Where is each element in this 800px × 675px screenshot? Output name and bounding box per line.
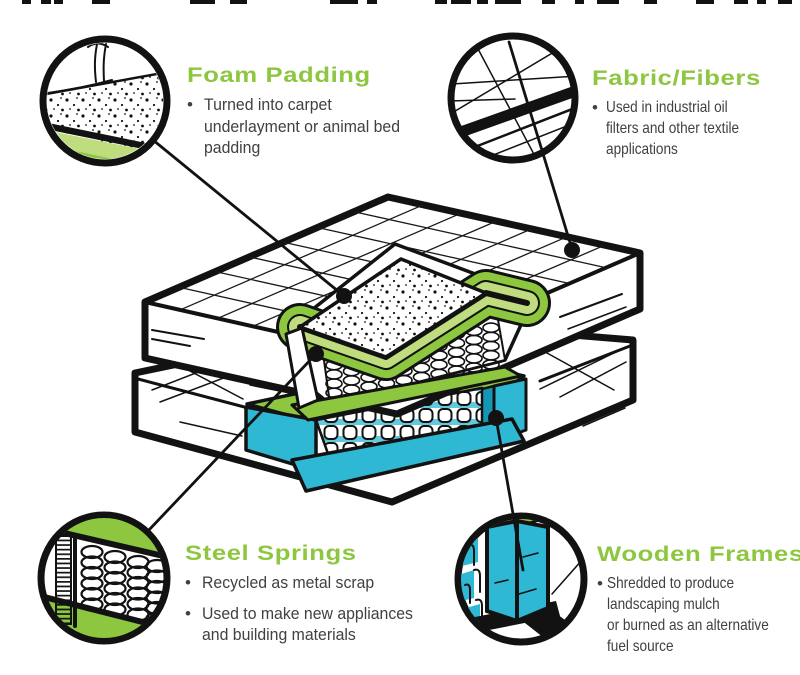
foam-inset [39,35,171,167]
spring-deck [290,365,523,422]
connector-lines [146,40,574,572]
callout-springs-bullet-2-text: Used to make new appliances and building… [202,603,413,645]
wood-dot [488,410,504,426]
wood-frame-base-rail [290,417,526,493]
compressed-spring [55,535,72,625]
callout-springs-title: Steel Springs [185,542,357,565]
connector-dots [308,242,580,426]
fabric-connector [507,40,574,251]
bullet-marker: • [187,95,193,114]
foam-pad [298,257,488,359]
springs-dot [308,346,324,362]
mattress-layer [141,193,644,422]
callout-foam: Foam Padding • Turned into carpet underl… [187,64,427,159]
fabric-inset [447,32,579,164]
bullet-marker: • [185,603,191,623]
callout-fabric-bullet-text: Used in industrial oil filters and other… [606,99,740,158]
callout-foam-bullet-text: Turned into carpet underlayment or anima… [204,95,400,157]
bullet-marker: • [185,573,191,592]
callout-springs: Steel Springs • Recycled as metal scrap … [185,542,435,646]
callout-springs-bullet-1-text: Recycled as metal scrap [202,573,375,592]
callout-wood-title: Wooden Frames [597,543,800,566]
callout-fabric: Fabric/Fibers • Used in industrial oil f… [592,67,797,160]
bullet-marker: • [592,98,598,117]
fabric-dot [564,242,580,258]
callout-wood-bullet: • Shredded to produce landscaping mulch … [597,573,797,657]
wood-inset [454,512,588,646]
callout-fabric-title: Fabric/Fibers [592,67,761,90]
box-spring-cutaway [244,358,528,493]
callout-springs-bullet-2: • Used to make new appliances and buildi… [185,603,435,646]
callout-wood-bullet-text: Shredded to produce landscaping mulch or… [606,575,769,655]
callout-foam-bullet: • Turned into carpet underlayment or ani… [187,94,427,159]
callout-springs-bullet-1: • Recycled as metal scrap [185,572,435,594]
foam-connector [151,138,346,298]
foam-dot [336,288,352,304]
mattress-cutaway [276,242,551,422]
callout-foam-title: Foam Padding [187,64,371,87]
callout-fabric-bullet: • Used in industrial oil filters and oth… [592,97,797,160]
cropped-title-fragments [22,0,792,4]
wood-connector [494,416,525,572]
springs-connector [146,352,318,533]
callout-wood: Wooden Frames • Shredded to produce land… [597,543,800,657]
wood-post-detail [484,519,550,625]
bullet-marker: • [597,574,603,593]
